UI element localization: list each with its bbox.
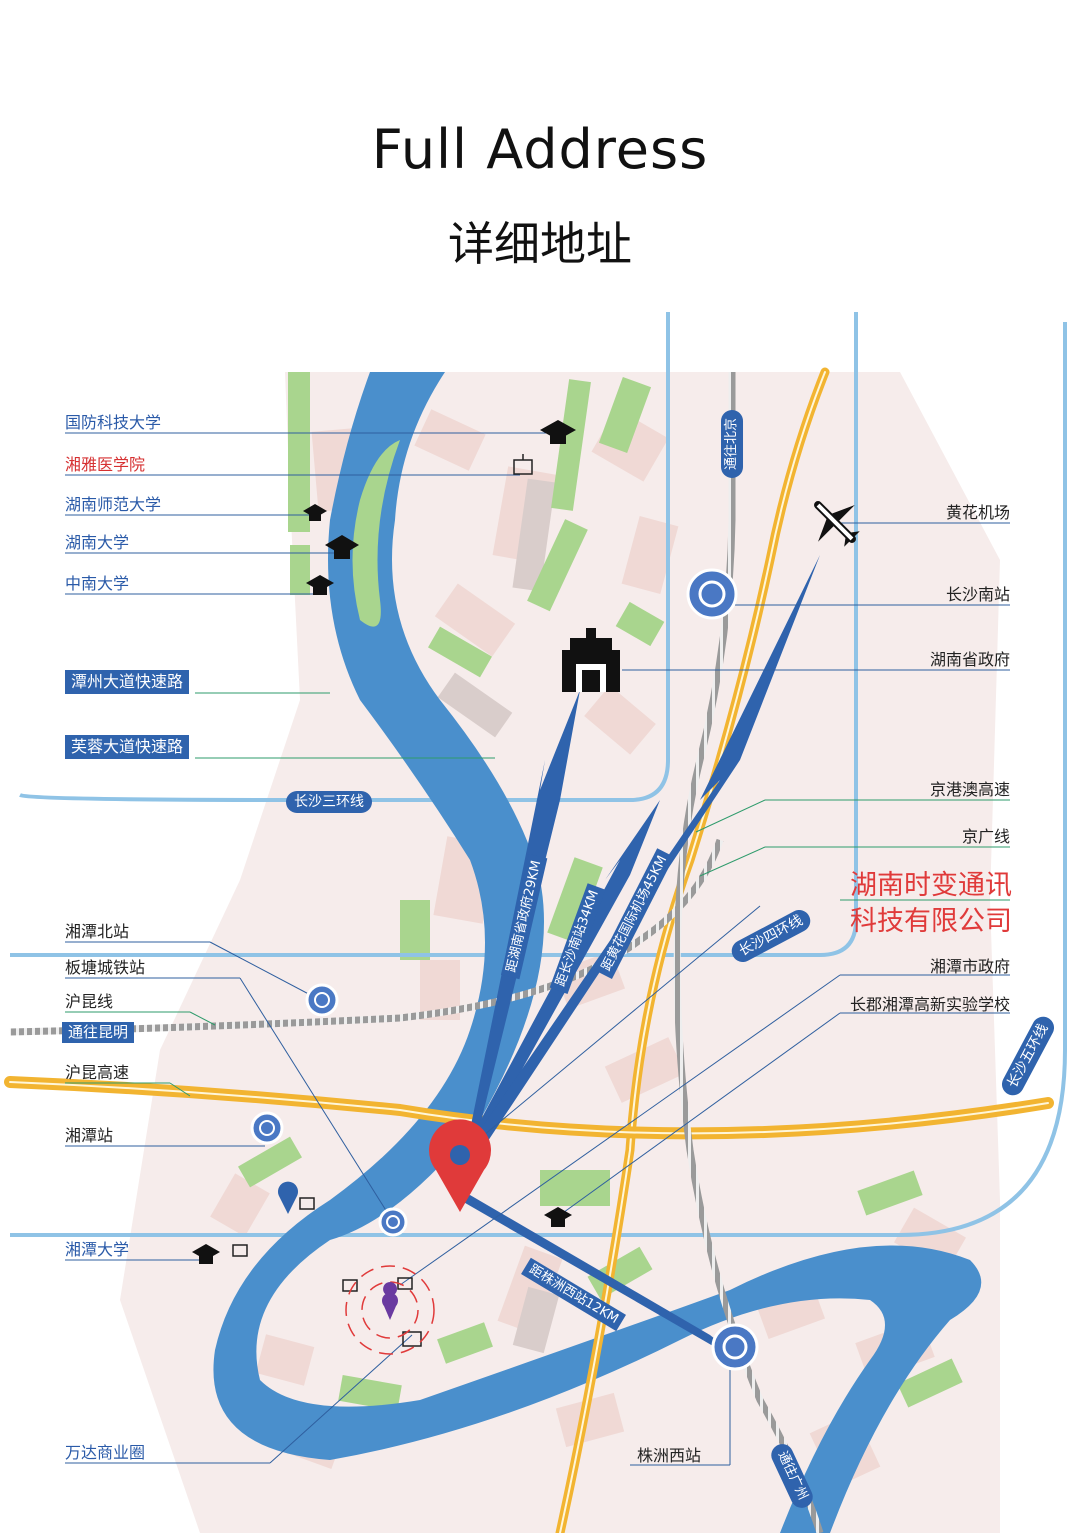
company-name-line2: 科技有限公司 — [850, 906, 1012, 937]
title-english: Full Address — [371, 118, 709, 181]
label-bantang: 板塘城铁站 — [65, 958, 146, 977]
label-hunan-univ: 湖南大学 — [65, 533, 130, 552]
label-hukun-hw: 沪昆高速 — [65, 1063, 130, 1082]
location-pin-icon — [278, 1181, 298, 1214]
green-leader-lines — [65, 692, 1010, 1097]
title-chinese: 详细地址 — [448, 217, 632, 271]
label-nudt: 国防科技大学 — [65, 413, 162, 432]
label-changjun-school: 长郡湘潭高新实验学校 — [849, 995, 1010, 1014]
graduation-cap-icon — [192, 420, 576, 1264]
xiang-river — [213, 372, 982, 1533]
location-pin-icon — [383, 1282, 398, 1296]
ring-roads — [10, 312, 1067, 1237]
road-furong: 芙蓉大道快速路 — [65, 735, 190, 759]
label-central-south: 中南大学 — [65, 574, 130, 593]
label-xiangya: 湘雅医学院 — [65, 455, 146, 474]
label-xiangtan-univ: 湘潭大学 — [65, 1240, 130, 1259]
company-name: 湖南时变通讯 科技有限公司 — [820, 868, 1012, 940]
label-huanghua: 黄花机场 — [945, 503, 1010, 522]
label-hunan-normal: 湖南师范大学 — [65, 495, 162, 514]
company-location-pin — [428, 1119, 491, 1212]
pill-to-beijing: 通往北京 — [721, 409, 744, 479]
label-hunan-gov: 湖南省政府 — [929, 650, 1010, 669]
hospital-icon — [232, 454, 533, 1347]
train-station-icon — [250, 568, 759, 1371]
government-building-icon — [562, 628, 620, 692]
label-changsha-south: 长沙南站 — [945, 585, 1010, 604]
label-xiangtan-north: 湘潭北站 — [65, 922, 130, 941]
label-xiangtan-station: 湘潭站 — [65, 1126, 114, 1145]
label-jinggangao: 京港澳高速 — [929, 780, 1010, 799]
road-to-kunming: 通往昆明 — [62, 1022, 135, 1043]
company-name-line1: 湖南时变通讯 — [850, 870, 1012, 901]
label-xiangtan-gov: 湘潭市政府 — [929, 957, 1010, 976]
label-jingguang: 京广线 — [961, 827, 1010, 846]
city-blocks — [120, 372, 1000, 1533]
pill-ring3: 长沙三环线 — [286, 791, 372, 813]
location-pin-icon — [381, 1292, 399, 1320]
wanda-target — [345, 1265, 435, 1355]
label-hukun-line: 沪昆线 — [65, 992, 114, 1011]
label-zhuzhou-west: 株洲西站 — [637, 1446, 702, 1465]
label-wanda: 万达商业圈 — [65, 1443, 146, 1462]
road-tanzhou: 潭州大道快速路 — [65, 670, 190, 694]
leader-lines — [65, 432, 1010, 1466]
railways — [9, 372, 824, 1533]
